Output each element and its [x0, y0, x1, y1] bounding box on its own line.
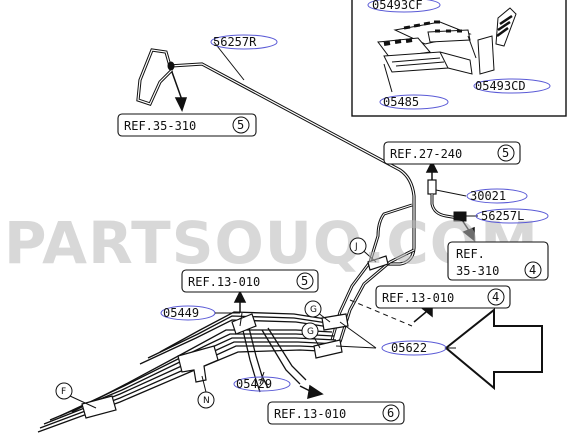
- ref-13-010-mid: REF.13-010 4: [375, 285, 511, 309]
- ref-box: [181, 269, 319, 293]
- clip-letter-g-upper: G: [304, 300, 322, 318]
- part-number-05493CF: 05493CF: [372, 0, 423, 12]
- part-oval: [466, 188, 528, 204]
- ref-text: REF.: [456, 247, 485, 261]
- ref-text: 35-310: [456, 264, 499, 278]
- clip-f: [81, 395, 117, 419]
- inset-clip-assembly: [377, 7, 517, 93]
- part-oval: [379, 94, 449, 110]
- clip-letter-text: J: [354, 242, 358, 252]
- brake-pipe-main: [136, 48, 416, 266]
- front-direction-arrow: [444, 307, 543, 391]
- harness-line: [159, 311, 333, 353]
- fitting-30021: [427, 179, 437, 195]
- clip-g-upper: [321, 313, 349, 331]
- inset-detail: 05493CF 05493CD 05485: [351, 0, 567, 117]
- ref-27-240: REF.27-240 5: [383, 141, 521, 165]
- ref-text: REF.13-010: [382, 291, 454, 305]
- ref-text: REF.13-010: [188, 275, 260, 289]
- ref-circle-number: 4: [492, 290, 499, 304]
- clip-letter-f: F: [55, 382, 73, 400]
- pipe-right-branch-inner: [431, 194, 459, 219]
- pipe-to-harness-inner: [331, 204, 413, 341]
- part-05622: 05622: [381, 340, 456, 356]
- arrow-head: [425, 160, 439, 173]
- arrow-head: [462, 226, 475, 242]
- clip-letter-text: F: [61, 387, 66, 397]
- pipe-fitting: [167, 61, 175, 71]
- clip-g-lower: [313, 339, 343, 359]
- ref-circle-number: 4: [529, 263, 536, 277]
- clip-letter-j: J: [349, 237, 367, 255]
- ref-text: REF.35-310: [124, 119, 196, 133]
- ref-box: [117, 113, 257, 137]
- ref-box: [267, 401, 405, 425]
- part-oval: [210, 34, 278, 50]
- clip-letter-text: G: [307, 327, 314, 337]
- part-05429: 05429: [233, 376, 291, 392]
- clip-n: [177, 345, 219, 383]
- harness-line: [147, 315, 335, 359]
- pipe-hook: [136, 48, 174, 106]
- part-30021: 30021: [466, 188, 528, 204]
- ref-circle: [296, 272, 314, 290]
- pipe-upper-run-inner: [169, 63, 415, 265]
- part-oval: [367, 0, 441, 13]
- clip-letter-text: N: [203, 396, 210, 406]
- ref-circle: [524, 261, 542, 279]
- harness-line: [261, 329, 301, 385]
- clip-letter-n: N: [197, 391, 215, 409]
- pipe-hook-inner: [137, 49, 173, 105]
- clips: [81, 255, 389, 419]
- harness-line: [245, 315, 269, 389]
- ref-circle-number: 5: [237, 118, 244, 132]
- ref-13-010-left: REF.13-010 5: [181, 269, 319, 293]
- arrow-head: [233, 290, 247, 303]
- part-number-30021: 30021: [470, 189, 506, 203]
- inset-frame: [351, 0, 567, 117]
- clip-letter-text: G: [310, 305, 317, 315]
- harness-line: [239, 317, 261, 393]
- ref-35-310-right: REF. 35-310 4: [447, 241, 549, 281]
- part-number-05485: 05485: [383, 95, 419, 109]
- part-oval: [473, 78, 551, 94]
- harness-line: [267, 327, 307, 381]
- arrow-head: [307, 384, 324, 400]
- clip-j: [367, 255, 389, 271]
- part-56257L: 56257L: [475, 208, 549, 224]
- part-number-05493CD: 05493CD: [475, 79, 526, 93]
- part-number-05429: 05429: [236, 377, 272, 391]
- part-05493CF: 05493CF: [367, 0, 441, 13]
- ref-13-010-bottom: REF.13-010 6: [267, 401, 405, 425]
- part-number-05622: 05622: [391, 341, 427, 355]
- ref-box: [447, 241, 549, 281]
- ref-35-310-top: REF.35-310 5: [117, 113, 257, 137]
- ref-text: REF.27-240: [390, 147, 462, 161]
- ref-text: REF.13-010: [274, 407, 346, 421]
- part-05485: 05485: [379, 94, 449, 110]
- part-number-56257R: 56257R: [213, 35, 257, 49]
- ref-circle: [487, 288, 505, 306]
- ref-box: [383, 141, 521, 165]
- ref-box: [375, 285, 511, 309]
- clip-letter-g-lower: G: [301, 322, 319, 340]
- part-05493CD: 05493CD: [473, 78, 551, 94]
- right-fittings: [330, 179, 467, 343]
- ref-circle: [497, 144, 515, 162]
- part-oval: [475, 208, 549, 224]
- leader-lines: [69, 41, 478, 409]
- part-number-05449: 05449: [163, 306, 199, 320]
- part-number-56257L: 56257L: [481, 209, 524, 223]
- part-56257R: 56257R: [210, 34, 278, 50]
- ref-circle-number: 5: [301, 274, 308, 288]
- ref-circle-number: 6: [387, 406, 394, 420]
- part-oval: [233, 376, 291, 392]
- clip-05449: [231, 313, 257, 335]
- ref-circle: [382, 404, 400, 422]
- ref-circle: [232, 116, 250, 134]
- part-05449: 05449: [160, 305, 240, 321]
- ref-circle-number: 5: [502, 146, 509, 160]
- arrow-head: [174, 97, 188, 112]
